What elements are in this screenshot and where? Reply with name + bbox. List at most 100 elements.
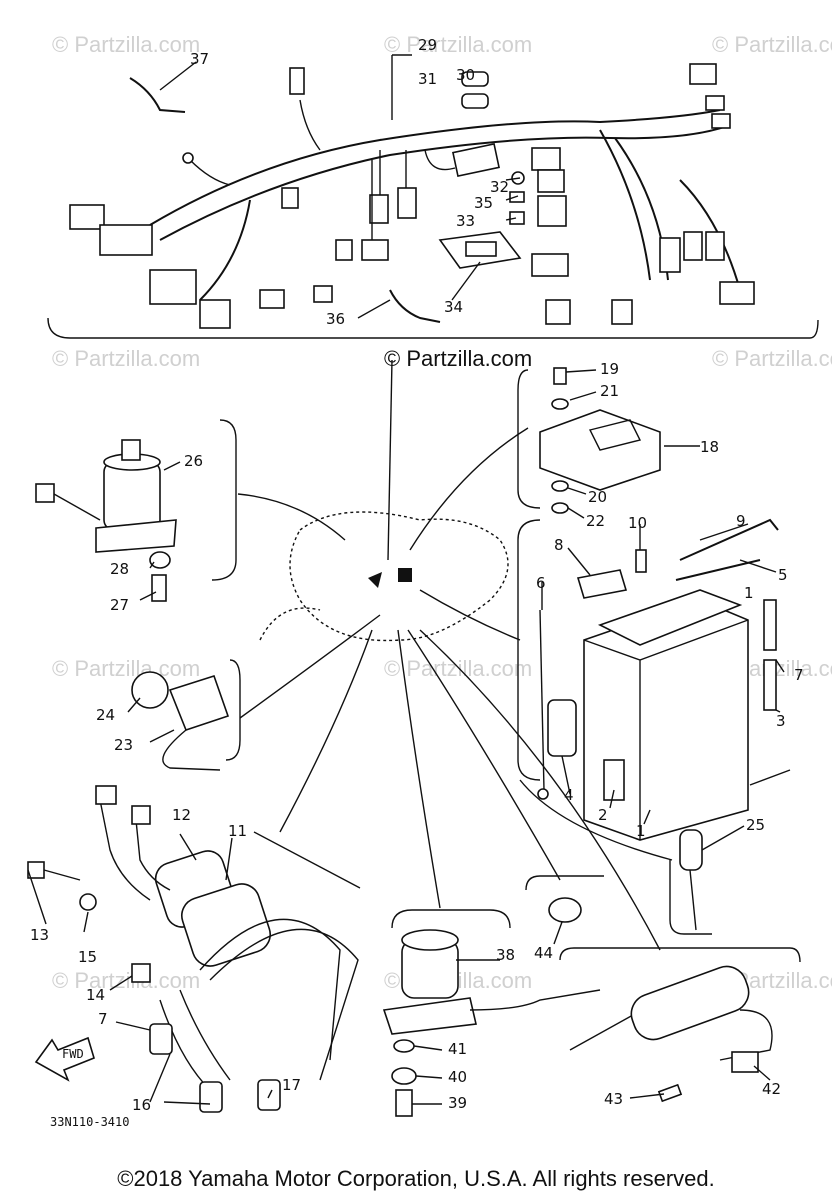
cdi-bracket	[517, 369, 541, 509]
callout-1: 1	[636, 822, 646, 840]
part-38-base	[382, 997, 477, 1035]
connector-far-right-4	[719, 281, 755, 305]
part-33	[509, 211, 525, 225]
callout-42: 42	[762, 1080, 781, 1098]
clamp-36	[389, 289, 441, 323]
relay-module	[452, 142, 500, 178]
callout-31: 31	[418, 70, 437, 88]
connector-right-6	[611, 299, 633, 325]
part-25-group	[669, 829, 712, 935]
fwd-label: FWD	[62, 1047, 84, 1061]
leader-relay	[397, 629, 441, 909]
main-switch-group	[35, 419, 237, 602]
part-44-clamp	[548, 897, 582, 923]
connector-far-right-2	[683, 231, 703, 261]
callout-21: 21	[600, 382, 619, 400]
harness-lead-ring	[189, 159, 231, 186]
callout-27: 27	[110, 596, 129, 614]
part-20-washer	[551, 480, 569, 492]
relay-bracket	[391, 909, 511, 929]
callout-30: 30	[456, 66, 475, 84]
part-25-spring	[689, 869, 697, 931]
connector-right-5	[545, 299, 571, 325]
leader-36	[357, 299, 391, 319]
part-24-o-ring	[131, 671, 169, 709]
sensor-bracket	[225, 659, 241, 761]
callout-5: 5	[778, 566, 788, 584]
leader-cap-parts	[115, 1021, 273, 1105]
watermark-top-center: © Partzilla.com	[384, 32, 532, 57]
leader-32-35-33	[505, 177, 521, 221]
connector-top-right-2	[705, 95, 725, 111]
callout-19: 19	[600, 360, 619, 378]
battery-body	[583, 599, 749, 841]
leader-fuse	[519, 779, 673, 861]
coil-lead-2	[135, 819, 171, 891]
watermarks: © Partzilla.com © Partzilla.com © Partzi…	[52, 32, 832, 993]
copyright-notice: ©2018 Yamaha Motor Corporation, U.S.A. A…	[117, 1166, 715, 1191]
leader-44	[553, 921, 563, 945]
part-4-holder	[547, 699, 577, 757]
part-8-bracket	[576, 569, 628, 599]
callout-1b: 1	[744, 584, 754, 602]
connector-left-6	[313, 285, 333, 303]
callout-44: 44	[534, 944, 553, 962]
callout-35: 35	[474, 194, 493, 212]
callout-14: 14	[86, 986, 105, 1004]
watermark-top-right: © Partzilla.com	[712, 32, 832, 57]
callout-15: 15	[78, 948, 97, 966]
connector-left-1	[69, 204, 105, 230]
callout-9: 9	[736, 512, 746, 530]
coil-lead-1	[99, 799, 151, 901]
switch-bracket	[211, 419, 237, 581]
relay-lead	[424, 149, 456, 171]
relay-lead	[469, 989, 601, 1011]
starter-motor-group	[559, 947, 801, 1103]
battery-bracket	[517, 519, 541, 781]
location-marker-2	[368, 572, 382, 588]
leader-cdi-parts	[565, 369, 700, 519]
harness-branch-far-right	[679, 179, 741, 291]
part-6-end	[537, 788, 549, 800]
callout-29: 29	[418, 36, 437, 54]
connector-left-3	[149, 269, 197, 305]
watermark-mid-right: © Partzilla.com	[712, 346, 832, 371]
callout-36: 36	[326, 310, 345, 328]
callout-16: 16	[132, 1096, 151, 1114]
switch-bolt-shaft	[53, 493, 101, 521]
motorcycle-outline	[259, 511, 509, 642]
leader-sensor-44	[407, 629, 561, 881]
callout-17: 17	[282, 1076, 301, 1094]
callout-11: 11	[228, 822, 247, 840]
callout-labels: 37 29 30 31 32 35 33 34 36 19 21 18 20 2…	[30, 36, 804, 1114]
part-43-bolt	[657, 1083, 683, 1103]
callout-10: 10	[628, 514, 647, 532]
leader-cdi	[409, 427, 529, 551]
part-15-washer	[79, 893, 97, 911]
leader-sensor-parts	[127, 697, 175, 743]
leader-34	[451, 261, 481, 301]
part-16-cap-2	[199, 1081, 223, 1113]
part-40-washer	[391, 1067, 417, 1085]
leader-relay-parts	[412, 959, 500, 1105]
callout-20: 20	[588, 488, 607, 506]
connector-small-1	[281, 187, 299, 209]
coil-connector-1	[95, 785, 117, 805]
callout-4: 4	[564, 786, 574, 804]
connector-right-2	[537, 169, 565, 193]
callout-43: 43	[604, 1090, 623, 1108]
part-21-washer	[551, 398, 569, 410]
callout-28: 28	[110, 560, 129, 578]
main-switch-key	[121, 439, 141, 461]
part-38-top	[401, 929, 459, 951]
watermark-low-center: © Partzilla.com	[384, 656, 532, 681]
battery-group	[517, 518, 791, 841]
clamp-37	[129, 77, 186, 113]
connector-top-right-3	[711, 113, 731, 129]
connector-left-2	[99, 224, 153, 256]
battery-label	[603, 759, 625, 801]
center-leads	[371, 150, 407, 240]
part-44-bracket	[525, 875, 604, 891]
leader-battery	[419, 589, 521, 641]
